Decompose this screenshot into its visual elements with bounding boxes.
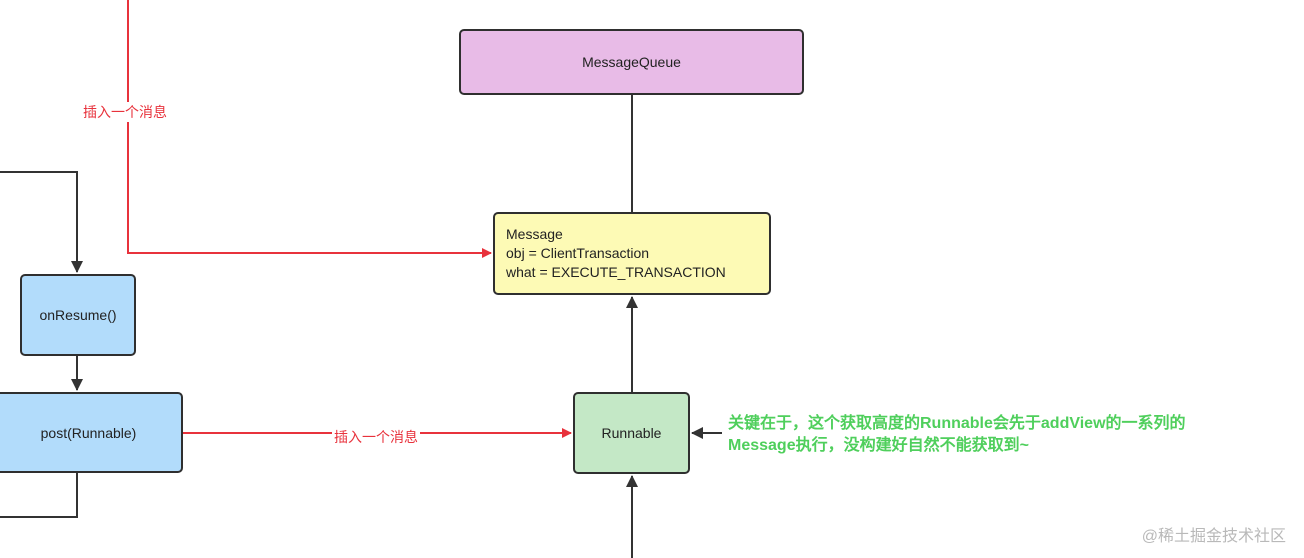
message-line-type: Message [506, 226, 563, 242]
runnable-node: Runnable [573, 392, 690, 474]
edge-label-top-insert: 插入一个消息 [81, 102, 169, 122]
on-resume-label: onResume() [39, 307, 117, 323]
annotation-line-2: Message执行，没构建好自然不能获取到~ [728, 437, 1029, 454]
insert-message-arrow-top [127, 0, 492, 258]
message-node: Message obj = ClientTransaction what = E… [493, 212, 771, 295]
post-exit-line [0, 473, 78, 518]
message-line-obj: obj = ClientTransaction [506, 245, 650, 261]
runnable-label: Runnable [601, 425, 662, 441]
post-runnable-node: post(Runnable) [0, 392, 183, 473]
on-resume-node: onResume() [20, 274, 136, 356]
loop-into-onresume-arrow [0, 171, 83, 273]
edge-label-post-insert: 插入一个消息 [332, 427, 420, 447]
post-runnable-label: post(Runnable) [40, 424, 137, 441]
watermark: @稀土掘金技术社区 [1141, 528, 1286, 545]
message-queue-label: MessageQueue [582, 54, 681, 70]
message-line-what: what = EXECUTE_TRANSACTION [506, 264, 726, 280]
annotation-note: 关键在于，这个获取高度的Runnable会先于addView的一系列的 Mess… [728, 413, 1186, 457]
annotation-line-1: 关键在于，这个获取高度的Runnable会先于addView的一系列的 [728, 415, 1186, 432]
message-queue-node: MessageQueue [459, 29, 804, 95]
